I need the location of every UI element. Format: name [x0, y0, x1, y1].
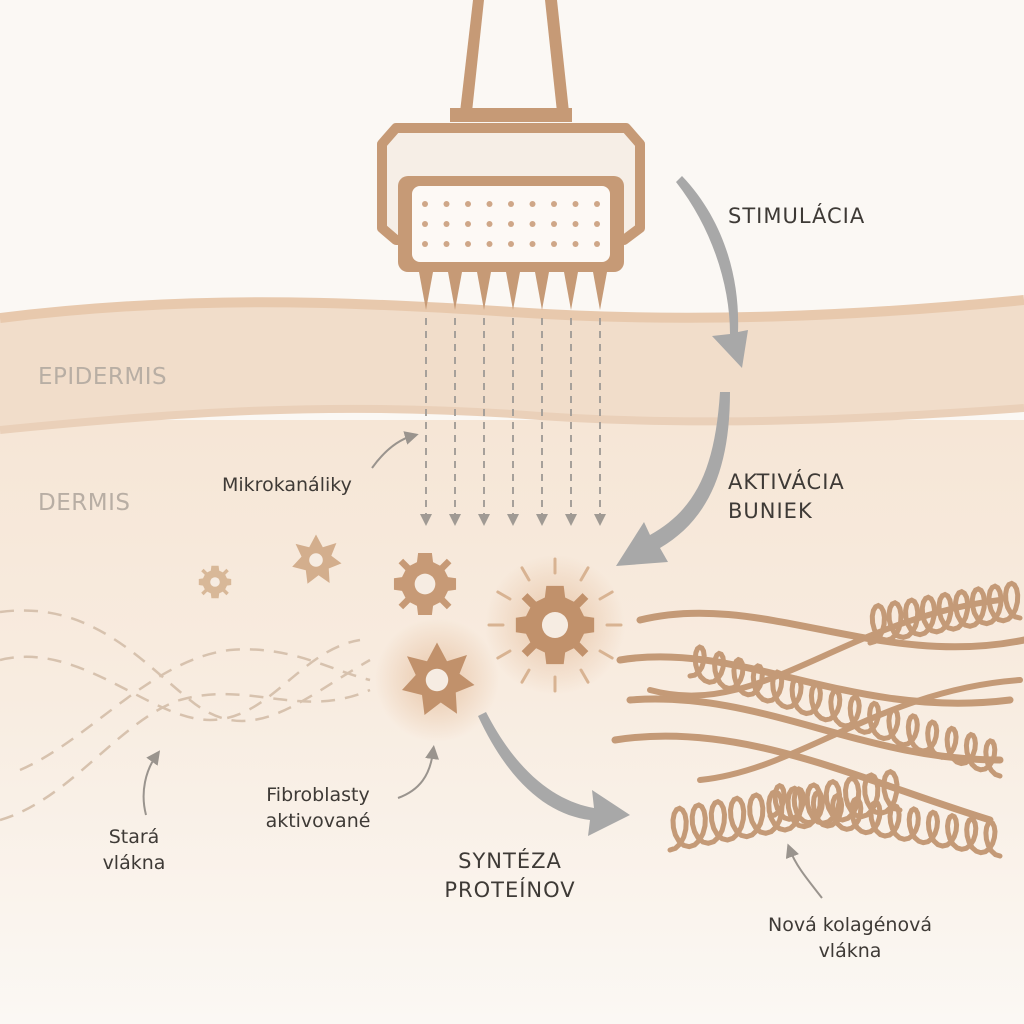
stimulation-label: STIMULÁCIA	[728, 204, 866, 228]
new-collagen-label-line1: Nová kolagénová	[768, 914, 932, 936]
epidermis-label: EPIDERMIS	[38, 364, 168, 390]
old-fibers-label-line2: vlákna	[102, 852, 166, 874]
synthesis-label-line2: PROTEÍNOV	[444, 878, 576, 902]
fibroblasts-label-line2: aktivované	[265, 810, 371, 832]
old-fibers-label-line1: Stará	[108, 826, 160, 848]
old-fibers	[0, 609, 371, 822]
process-arrows	[478, 176, 748, 836]
skin-surface-line	[0, 295, 1024, 323]
old-fibers-label: Stará vlákna	[82, 824, 186, 876]
new-collagen-label: Nová kolagénová vlákna	[735, 912, 965, 964]
microneedling-pen-icon	[377, 0, 645, 310]
microchannels-label: Mikrokanáliky	[222, 474, 352, 496]
fibroblasts-label-line1: Fibroblasty	[266, 784, 370, 806]
gear-cell-icon	[198, 534, 625, 742]
synthesis-label: SYNTÉZA PROTEÍNOV	[420, 847, 600, 905]
activation-label-line2: BUNIEK	[728, 499, 813, 523]
dermis-label: DERMIS	[38, 490, 131, 516]
activation-label-line1: AKTIVÁCIA	[728, 470, 845, 494]
leader-arrows	[142, 431, 823, 899]
epidermis-layer	[0, 300, 1024, 430]
collagen-fiber-icon	[611, 580, 1024, 859]
synthesis-label-line1: SYNTÉZA	[458, 849, 562, 873]
new-collagen-label-line2: vlákna	[818, 940, 882, 962]
fibroblasts-label: Fibroblasty aktivované	[238, 782, 398, 834]
activation-label: AKTIVÁCIA BUNIEK	[728, 468, 845, 526]
